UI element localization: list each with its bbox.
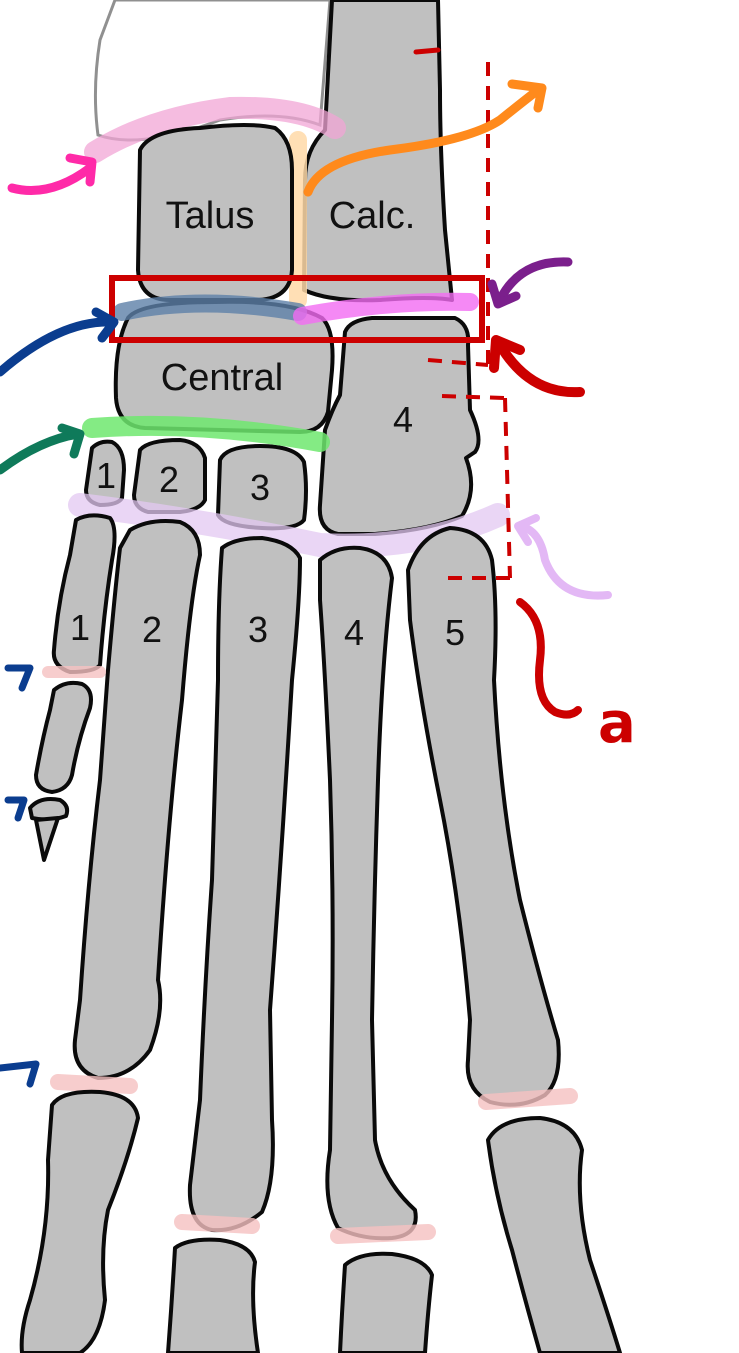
teal-arrow — [0, 423, 85, 475]
third-digit-phalanx — [166, 1237, 260, 1353]
second-tarsal-label: 2 — [159, 459, 179, 500]
third-tarsal-label: 3 — [250, 467, 270, 508]
fifth-metatarsal-bone — [406, 526, 561, 1107]
navy-arrow-digit2 — [0, 1060, 40, 1088]
first-tarsal-label: 1 — [96, 455, 116, 496]
annotation-letter-a: a — [598, 691, 636, 756]
interphalangeal-highlight-digit3 — [174, 1214, 260, 1234]
distal-intertarsal-highlight — [82, 415, 330, 452]
proximal-intertarsal-highlight-pink — [293, 292, 479, 325]
fourth-tarsal-label: 4 — [393, 399, 413, 440]
first-digit-claw — [34, 816, 60, 862]
fourth-tarsal-bone — [317, 315, 481, 536]
red-bracket-stroke — [516, 598, 582, 719]
purple-arrow — [487, 257, 573, 309]
first-digit-claw-base — [28, 797, 70, 822]
red-dash-vertical-lower — [503, 397, 512, 579]
red-dashed-guides — [427, 62, 512, 580]
first-metatarsal-bone — [51, 513, 117, 674]
talus-label: Talus — [166, 195, 255, 237]
central-tarsal-label: Central — [161, 357, 284, 399]
third-metatarsal-label: 3 — [248, 609, 268, 650]
interphalangeal-highlight-digit5 — [478, 1088, 578, 1110]
navy-arrow-intertarsal — [0, 307, 119, 377]
interphalangeal-highlight-digit4 — [330, 1224, 436, 1244]
navy-arrow-digit1-a — [4, 664, 34, 692]
fourth-digit-phalanx — [338, 1251, 434, 1353]
lilac-arrow — [514, 514, 612, 600]
red-arrow — [489, 335, 585, 398]
red-dash-horizontal-1 — [427, 358, 489, 367]
second-metatarsal-label: 2 — [142, 609, 162, 650]
fifth-metatarsal-label: 5 — [445, 612, 465, 653]
first-metatarsal-label: 1 — [70, 607, 90, 648]
red-tick-mark — [413, 47, 441, 55]
magenta-arrow — [7, 153, 97, 195]
orange-arrow — [303, 79, 547, 197]
proximal-intertarsal-highlight-blue — [113, 294, 307, 321]
second-digit-phalanx — [19, 1089, 140, 1353]
fifth-digit-phalanx — [486, 1116, 622, 1353]
second-metatarsal-bone — [72, 519, 202, 1080]
crural-joint-highlight — [84, 96, 346, 163]
fourth-metatarsal-label: 4 — [344, 612, 364, 653]
interphalangeal-highlight-digit2 — [50, 1074, 138, 1094]
red-dash-horizontal-2 — [441, 394, 506, 400]
third-metatarsal-bone — [187, 536, 302, 1233]
highlighted-joint-box — [109, 275, 485, 343]
calcaneus-label: Calc. — [329, 195, 416, 237]
navy-arrow-digit1-b — [4, 796, 28, 822]
fourth-metatarsal-bone — [318, 545, 418, 1241]
first-digit-proximal-phalanx — [34, 680, 93, 794]
